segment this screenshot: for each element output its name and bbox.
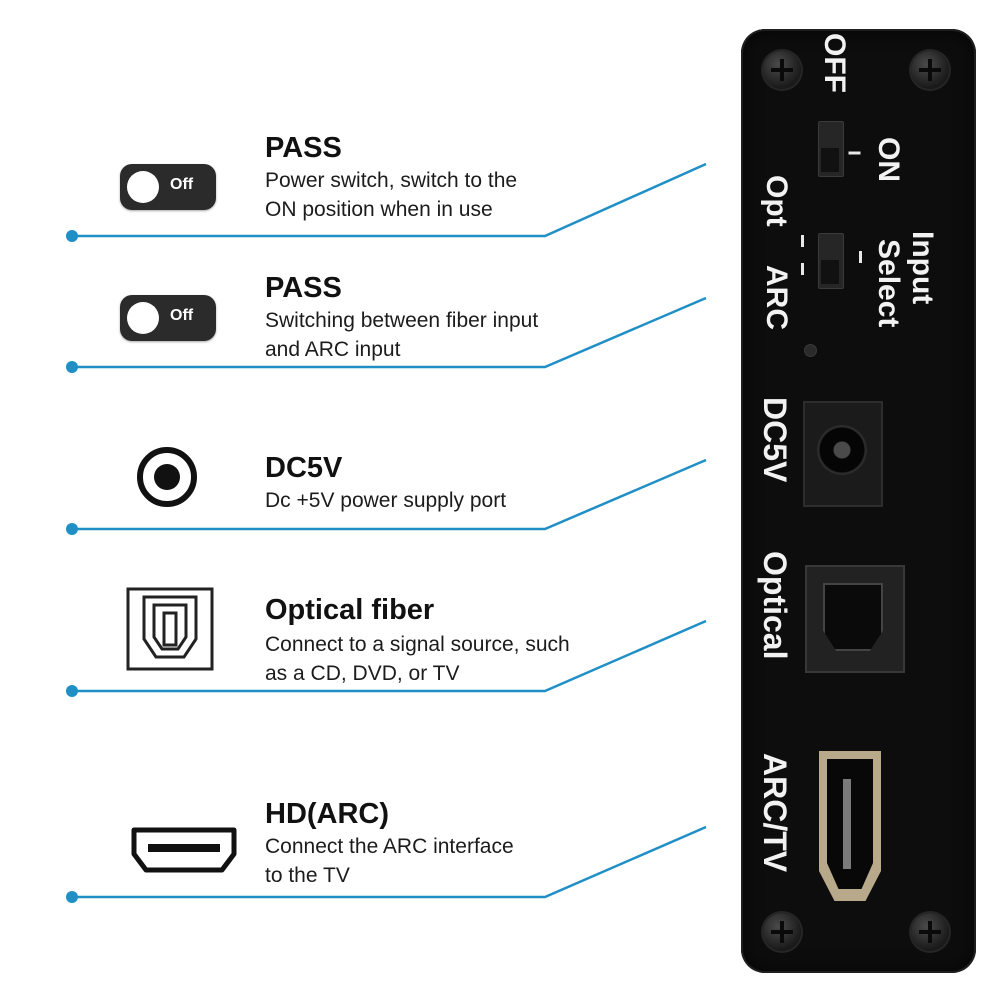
leader-dot-5 — [66, 891, 78, 903]
label-on: ON — [872, 137, 905, 182]
dc-power-port[interactable] — [803, 401, 883, 507]
label-input: Input — [906, 231, 939, 305]
leader-dot-3 — [66, 523, 78, 535]
power-slide-switch[interactable] — [818, 121, 844, 177]
description-line: Switching between fiber input — [265, 309, 539, 332]
label-opt: Opt — [760, 175, 793, 227]
hdmi-port-icon — [131, 827, 237, 873]
screw-icon — [763, 51, 801, 89]
dc-port-hole — [817, 425, 867, 475]
label-dc5v: DC5V — [757, 397, 793, 483]
description-line: and ARC input — [265, 338, 401, 361]
label-off: OFF — [818, 33, 851, 93]
feature-description-pass-power: Power switch, switch to the ON position … — [265, 166, 625, 224]
feature-description-hd-arc: Connect the ARC interface to the TV — [265, 832, 625, 890]
leader-line-3 — [72, 458, 707, 531]
toggle-label: Off — [170, 307, 194, 324]
input-select-slide-switch[interactable] — [818, 233, 844, 289]
toggle-label: Off — [170, 176, 194, 193]
feature-title-pass-input: PASS — [265, 272, 342, 304]
tick-mark — [859, 251, 862, 263]
leader-dot-2 — [66, 361, 78, 373]
hdmi-arc-port[interactable] — [819, 751, 881, 901]
feature-description-dc5v: Dc +5V power supply port — [265, 486, 625, 515]
optical-input-port[interactable] — [805, 565, 905, 673]
description-line: Dc +5V power supply port — [265, 489, 507, 512]
device-panel: OFF ON Opt Input Select ARC DC5V Optical… — [741, 29, 976, 973]
feature-title-hd-arc: HD(ARC) — [265, 798, 390, 830]
description-line: Connect the ARC interface — [265, 835, 514, 858]
indicator-led — [805, 345, 816, 356]
feature-title-optical-fiber: Optical fiber — [265, 594, 435, 626]
leader-line-4 — [72, 619, 707, 693]
tick-mark — [801, 263, 804, 275]
optical-port-icon — [126, 587, 214, 671]
label-arc-tv: ARC/TV — [757, 753, 793, 873]
leader-dot-1 — [66, 230, 78, 242]
label-select: Select — [872, 239, 905, 328]
toggle-knob — [127, 302, 159, 334]
toggle-switch-icon: Off — [120, 164, 216, 210]
toggle-knob — [127, 171, 159, 203]
dc-jack-icon — [137, 447, 197, 507]
leader-line-2 — [72, 296, 707, 369]
toggle-switch-icon: Off — [120, 295, 216, 341]
feature-description-pass-input: Switching between fiber input and ARC in… — [265, 306, 625, 364]
leader-line-5 — [72, 825, 707, 899]
description-line: Power switch, switch to the — [265, 169, 518, 192]
switch-nub — [821, 148, 839, 172]
tick-mark — [801, 235, 804, 247]
feature-title-dc5v: DC5V — [265, 452, 343, 484]
optical-port-opening — [823, 583, 883, 651]
tick-mark — [848, 151, 861, 155]
leader-line-1 — [72, 162, 707, 238]
label-optical: Optical — [757, 551, 793, 660]
screw-icon — [911, 51, 949, 89]
hdmi-port-tongue — [843, 779, 851, 869]
description-line: ON position when in use — [265, 198, 493, 221]
description-line: as a CD, DVD, or TV — [265, 662, 460, 685]
feature-description-optical-fiber: Connect to a signal source, such as a CD… — [265, 630, 625, 688]
switch-nub — [821, 260, 839, 284]
label-arc: ARC — [760, 265, 793, 330]
description-line: Connect to a signal source, such — [265, 633, 570, 656]
screw-icon — [763, 913, 801, 951]
feature-title-pass-power: PASS — [265, 132, 342, 164]
description-line: to the TV — [265, 864, 350, 887]
screw-icon — [911, 913, 949, 951]
leader-dot-4 — [66, 685, 78, 697]
